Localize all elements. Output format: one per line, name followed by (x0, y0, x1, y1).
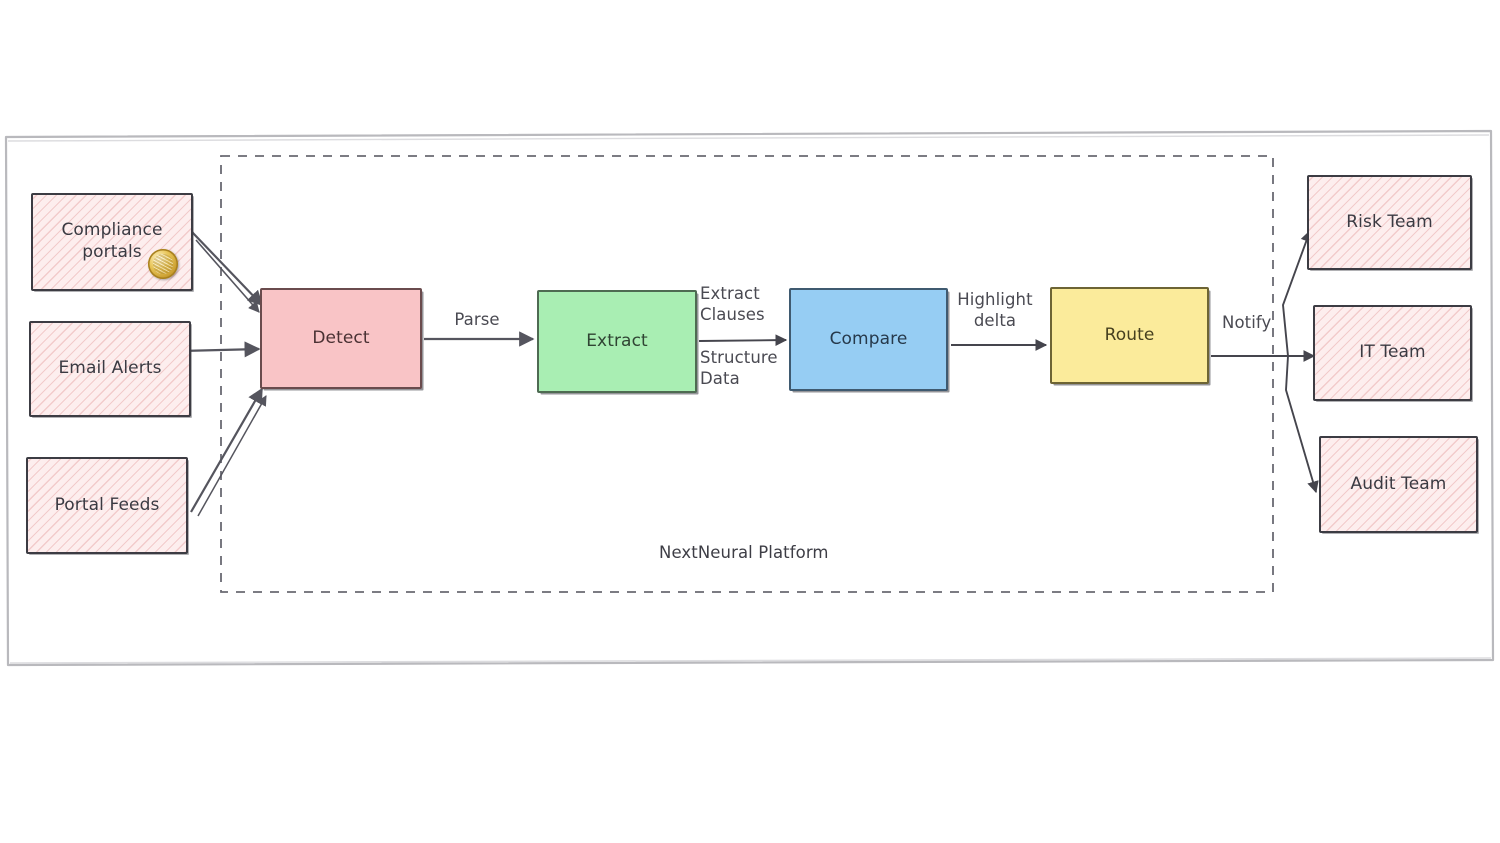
process-label-route: Route (1104, 324, 1155, 345)
process-box-extract[interactable]: Extract (537, 290, 697, 393)
destination-box-it-team[interactable]: IT Team (1313, 305, 1472, 401)
edge-label-extract-clauses: Extract Clauses (700, 284, 765, 324)
outer-frame (4, 129, 1495, 667)
destination-label-risk-team: Risk Team (1346, 211, 1433, 232)
source-box-email-alerts[interactable]: Email Alerts (29, 321, 191, 417)
edge-label-highlight-delta: Highlight delta (957, 290, 1033, 330)
source-label-compliance-portals: Compliance portals (61, 220, 163, 262)
destination-box-audit-team[interactable]: Audit Team (1319, 436, 1478, 533)
source-box-portal-feeds[interactable]: Portal Feeds (26, 457, 188, 554)
destination-label-it-team: IT Team (1359, 342, 1426, 363)
destination-box-risk-team[interactable]: Risk Team (1307, 175, 1472, 270)
arrow-compliance-to-detect (191, 231, 264, 313)
process-box-detect[interactable]: Detect (260, 288, 422, 389)
process-box-compare[interactable]: Compare (789, 288, 948, 391)
arrow-email-to-detect (180, 341, 261, 358)
arrow-route-to-teams (1211, 229, 1319, 494)
process-label-detect: Detect (312, 327, 370, 348)
gold-coin-icon (148, 249, 178, 279)
destination-label-audit-team: Audit Team (1350, 473, 1447, 494)
edge-label-parse: Parse (454, 310, 500, 329)
process-label-compare: Compare (829, 328, 908, 349)
process-box-route[interactable]: Route (1050, 287, 1209, 384)
process-label-extract: Extract (586, 330, 648, 351)
platform-caption: NextNeural Platform (659, 543, 829, 562)
edge-label-structure-data: Structure Data (700, 348, 778, 388)
arrow-extract-to-compare (698, 334, 788, 347)
edge-label-notify: Notify (1222, 313, 1272, 332)
arrow-portalfeeds-to-detect (190, 387, 267, 517)
platform-boundary (220, 155, 1274, 593)
source-label-portal-feeds: Portal Feeds (54, 494, 160, 515)
source-label-email-alerts: Email Alerts (58, 358, 162, 379)
